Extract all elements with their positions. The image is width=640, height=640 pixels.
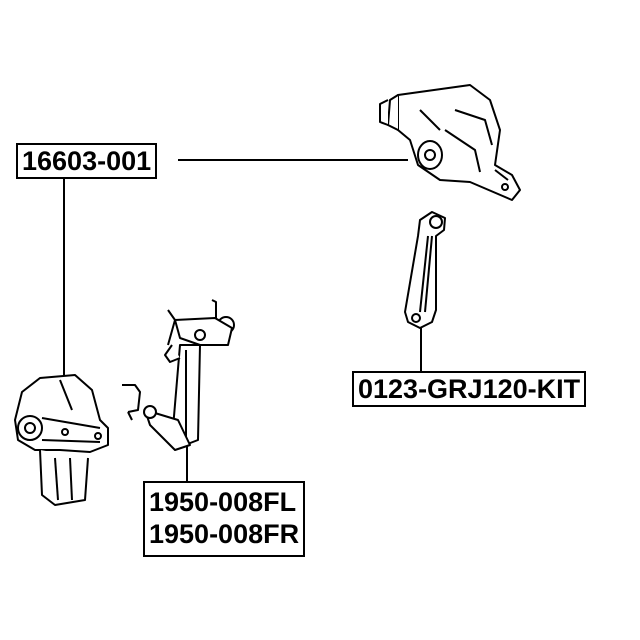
part-label-0123-grj120-kit: 0123-GRJ120-KIT bbox=[352, 371, 587, 407]
part-label-1950-008: 1950-008FL 1950-008FR bbox=[143, 481, 306, 557]
left-sensor-drawing bbox=[14, 374, 109, 506]
part-label-16603-001: 16603-001 bbox=[16, 143, 158, 179]
part-label-1950-008fr: 1950-008FR bbox=[149, 519, 300, 550]
top-sensor-drawing bbox=[379, 84, 521, 201]
part-label-1950-008fl: 1950-008FL bbox=[149, 487, 297, 517]
link-kit-drawing bbox=[404, 211, 446, 329]
leader-lines bbox=[63, 159, 422, 481]
height-sensor-drawing bbox=[122, 299, 235, 451]
